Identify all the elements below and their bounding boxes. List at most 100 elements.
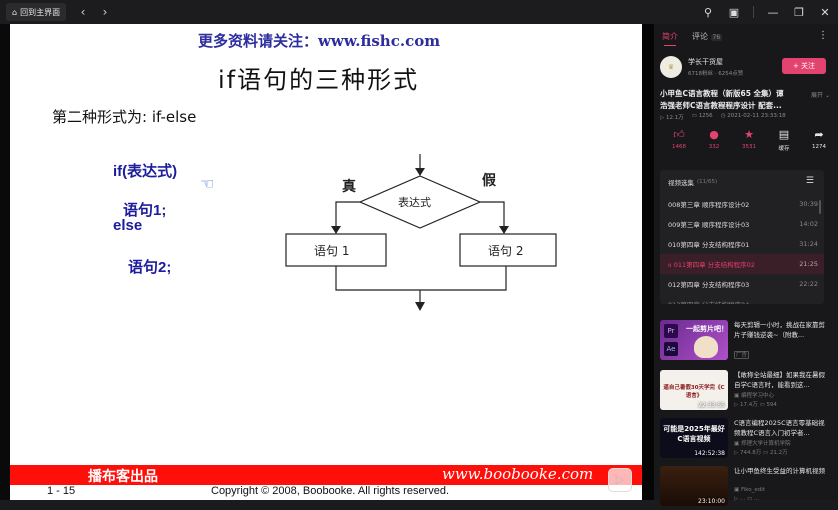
video-thumbnail[interactable]: 逼自己暑假30天学完《C语言》 22:33:55 — [660, 370, 728, 410]
recommended-video[interactable]: 23:10:00 让小甲鱼终生受益的计算机视频 ▣ Fiko_edit ▷ ..… — [660, 466, 832, 510]
picture-in-picture-icon[interactable]: ▣ — [728, 5, 740, 19]
uploader-stats: 6718粉丝 · 6254点赞 — [688, 71, 744, 77]
action-bar: 👍︎ 1468 ●332 ★ 3531 ▤缓存 ➦ 1274 — [664, 128, 834, 152]
copyright-text: Copyright © 2008, Boobooke. All rights r… — [211, 485, 450, 497]
item-duration: 22:22 — [799, 280, 818, 288]
comment-count: 76 — [710, 33, 723, 41]
video-thumbnail[interactable]: Pr Ae 一起剪片吧！ — [660, 320, 728, 360]
playlist-count: (11/65) — [697, 179, 718, 185]
slide-footer: 1 - 15 Copyright © 2008, Boobooke. All r… — [10, 485, 642, 500]
item-duration: 31:24 — [799, 240, 818, 248]
coin-button[interactable]: ●332 — [699, 128, 729, 152]
favorite-count: 3531 — [742, 144, 756, 150]
playlist-item[interactable]: 013第四章 分支结构程序04... — [660, 294, 824, 304]
slide-page-number: 1 - 15 — [47, 485, 76, 497]
views: ▷ 12.1万 — [660, 113, 684, 121]
item-label: 008第三章 顺序程序设计02 — [668, 201, 750, 209]
after-effects-icon: Ae — [664, 342, 678, 356]
video-thumbnail[interactable]: 23:10:00 — [660, 466, 728, 506]
rec-author[interactable]: ▣ Fiko_edit — [734, 487, 765, 493]
flow-box-true: 语句 1 — [314, 244, 350, 258]
cache-button[interactable]: ▤缓存 — [769, 128, 799, 152]
coin-icon: ● — [709, 128, 719, 141]
views-value: 12.1万 — [665, 115, 684, 121]
rec-author[interactable]: ▣ 编程学习中心 — [734, 391, 774, 399]
share-icon: ➦ — [814, 128, 824, 141]
rec-author[interactable]: ▣ 郑理大学计算机学院 — [734, 439, 790, 447]
list-view-icon[interactable]: ☰ — [805, 176, 814, 186]
avatar[interactable]: ♛ — [660, 56, 682, 78]
more-options-icon[interactable]: ⋮ — [818, 30, 828, 41]
rec-title: C语言编程2025C语言零基础视频教程C语言入门初学者... — [734, 419, 825, 437]
footer-brand: 播布客出品 — [88, 469, 158, 485]
item-duration: 14:02 — [799, 220, 818, 228]
flowchart: 表达式 真 假 语句 1 语句 2 — [270, 150, 570, 324]
date: ◷ 2021-02-11 23:33:18 — [721, 113, 786, 121]
share-button[interactable]: ➦ 1274 — [804, 128, 834, 152]
rec-danmaku: ... — [753, 496, 760, 502]
favorite-button[interactable]: ★ 3531 — [734, 128, 764, 152]
rec-views: 744.8万 — [739, 450, 762, 456]
video-duration: 23:10:00 — [698, 498, 725, 505]
chevron-right-icon[interactable]: › — [102, 5, 108, 19]
thumbs-up-icon: 👍︎ — [673, 128, 685, 141]
now-playing-icon: ıı — [668, 261, 674, 269]
video-thumbnail[interactable]: 可能是2025年最好C语言视频 142:52:38 — [660, 418, 728, 458]
rec-title: 让小甲鱼终生受益的计算机视频 — [734, 467, 825, 475]
author-name: 编程学习中心 — [740, 393, 774, 399]
minimize-icon[interactable]: — — [767, 5, 779, 19]
slide-header: 更多资料请关注：www.fishc.com — [198, 32, 441, 50]
like-count: 1468 — [672, 144, 686, 150]
expand-button[interactable]: 展开 ⌄ — [811, 90, 830, 99]
playlist-item[interactable]: 012第四章 分支结构程序03 22:22 — [660, 274, 824, 294]
footer-url: www.boobooke.com — [442, 465, 594, 483]
tab-comments-label: 评论 — [692, 31, 708, 41]
rec-stats: ▷ ... ▭ ... — [734, 496, 760, 502]
hand-cursor-icon: ☜ — [200, 174, 215, 193]
video-player-slide[interactable]: 更多资料请关注：www.fishc.com if语句的三种形式 第二种形式为: … — [10, 24, 642, 500]
rec-title: 【敢称全站最细】如果我在暑假自学C语言时，能看到这... — [734, 371, 825, 389]
cache-label: 缓存 — [778, 146, 790, 152]
star-icon: ★ — [744, 128, 754, 141]
date-value: 2021-02-11 23:33:18 — [727, 113, 786, 119]
playlist-header: 视频选集 (11/65) ☰ — [660, 170, 824, 194]
up-icon: ▣ — [734, 487, 741, 493]
chevron-left-icon[interactable]: ‹ — [80, 5, 86, 19]
home-label: 回到主界面 — [20, 7, 61, 17]
tab-comments[interactable]: 评论 76 — [692, 31, 723, 42]
close-icon[interactable]: ✕ — [820, 5, 830, 19]
video-duration: 22:33:55 — [698, 402, 725, 409]
uploader-name[interactable]: 学长干货屋 — [688, 58, 723, 66]
recommended-video[interactable]: 可能是2025年最好C语言视频 142:52:38 C语言编程2025C语言零基… — [660, 418, 832, 462]
pin-icon[interactable]: ⚲ — [703, 5, 713, 19]
flow-condition: 表达式 — [398, 196, 431, 209]
share-count: 1274 — [812, 144, 826, 150]
up-icon: ▣ — [734, 441, 741, 447]
like-button[interactable]: 👍︎ 1468 — [664, 128, 694, 152]
ad-badge: 广告 — [734, 351, 750, 359]
home-button[interactable]: ⌂ 回到主界面 — [6, 3, 67, 21]
follow-button[interactable]: + 关注 — [782, 58, 826, 74]
expand-label: 展开 — [811, 92, 824, 99]
rec-stats: ▷ 744.8万 ▭ 21.2万 — [734, 450, 788, 456]
rec-views: ... — [739, 496, 746, 502]
item-label: 012第四章 分支结构程序03 — [668, 281, 750, 289]
recommended-video[interactable]: 逼自己暑假30天学完《C语言》 22:33:55 【敢称全站最细】如果我在暑假自… — [660, 370, 832, 414]
playlist-item[interactable]: 009第三章 顺序程序设计03 14:02 — [660, 214, 824, 234]
thumb-caption: 可能是2025年最好C语言视频 — [663, 425, 725, 443]
up-icon: ▣ — [734, 393, 741, 399]
item-duration: ... — [811, 300, 818, 304]
play-icon[interactable]: ▷ — [608, 468, 632, 492]
recommended-video[interactable]: Pr Ae 一起剪片吧！ 每天剪辑一小时，挑战在家靠剪片子赚钱逆袭~（附教...… — [660, 320, 832, 364]
maximize-icon[interactable]: ❐ — [794, 5, 804, 19]
divider — [753, 6, 754, 18]
thumb-caption: 一起剪片吧！ — [686, 325, 728, 333]
tab-intro[interactable]: 简介 — [662, 31, 678, 46]
item-label: 009第三章 顺序程序设计03 — [668, 221, 750, 229]
playlist-scrollbar[interactable] — [819, 200, 821, 214]
home-icon: ⌂ — [12, 7, 18, 17]
chevron-down-icon: ⌄ — [824, 92, 830, 99]
